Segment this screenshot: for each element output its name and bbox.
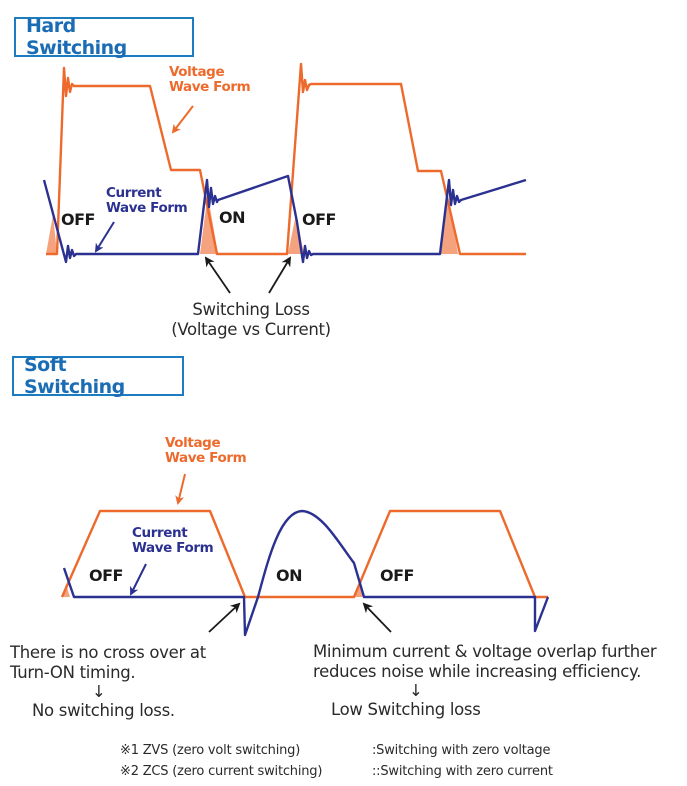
soft-voltage-waveform — [60, 509, 548, 599]
hard-voltage-label: Voltage Wave Form — [169, 64, 251, 95]
soft-left-note-line3: No switching loss. — [32, 701, 175, 720]
footnote-zcs-mark: ※2 ZCS (zero current switching) — [120, 764, 323, 779]
soft-right-note-line1: Minimum current & voltage overlap furthe… — [313, 642, 657, 661]
soft-current-pointer-arrow — [130, 563, 147, 596]
soft-current-waveform — [62, 509, 550, 637]
soft-voltage-pointer-arrow — [175, 473, 186, 505]
soft-left-note: There is no cross over at Turn-ON timing… — [10, 643, 206, 721]
soft-right-down-arrow: ↓ — [409, 681, 423, 700]
soft-switching-title: Soft Switching — [12, 354, 184, 398]
footnote-zvs-desc: :Switching with zero voltage — [372, 743, 551, 758]
hard-switching-title: Hard Switching — [14, 15, 194, 59]
soft-state-on: ON — [276, 566, 303, 585]
soft-switching-title-text: Soft Switching — [24, 354, 125, 398]
soft-voltage-label-line1: Voltage — [165, 435, 221, 451]
soft-state-off-2: OFF — [380, 566, 414, 585]
soft-voltage-label-line2: Wave Form — [165, 450, 247, 466]
soft-loss-areas — [62, 583, 364, 597]
soft-current-label-line1: Current — [132, 525, 188, 541]
hard-loss-arrow-right — [268, 256, 292, 294]
hard-voltage-pointer-arrow — [171, 105, 194, 134]
hard-state-off-2: OFF — [302, 210, 336, 229]
hard-state-on: ON — [219, 208, 246, 227]
soft-current-label-line2: Wave Form — [132, 540, 214, 556]
soft-right-note: Minimum current & voltage overlap furthe… — [313, 642, 657, 720]
soft-right-note-line2: reduces noise while increasing efficienc… — [313, 662, 642, 681]
hard-current-label: Current Wave Form — [106, 185, 188, 216]
hard-current-waveform — [42, 174, 527, 264]
hard-current-pointer-arrow — [94, 221, 115, 253]
hard-voltage-label-line1: Voltage — [169, 64, 225, 80]
hard-state-off-1: OFF — [61, 210, 95, 229]
hard-switching-title-text: Hard Switching — [26, 15, 127, 59]
hard-current-label-line1: Current — [106, 185, 162, 201]
footnote-zcs-desc: ::Switching with zero current — [372, 764, 553, 779]
soft-zcs-arrow — [362, 602, 392, 633]
hard-voltage-waveform — [46, 62, 526, 256]
soft-state-off-1: OFF — [89, 566, 123, 585]
soft-current-label: Current Wave Form — [132, 525, 214, 556]
hard-current-label-line2: Wave Form — [106, 200, 188, 216]
soft-zvs-arrow — [208, 602, 241, 633]
hard-loss-note-line1: Switching Loss — [192, 300, 310, 319]
soft-left-note-line2: Turn-ON timing. — [10, 663, 136, 682]
soft-voltage-label: Voltage Wave Form — [165, 435, 247, 466]
soft-left-note-line1: There is no cross over at — [10, 643, 206, 662]
soft-right-note-line3: Low Switching loss — [331, 700, 481, 719]
hard-loss-arrow-left — [204, 256, 231, 294]
soft-left-down-arrow: ↓ — [92, 682, 106, 701]
hard-loss-note-line2: (Voltage vs Current) — [171, 320, 331, 339]
hard-loss-note: Switching Loss (Voltage vs Current) — [166, 300, 336, 340]
hard-voltage-label-line2: Wave Form — [169, 79, 251, 95]
footnote-zvs-mark: ※1 ZVS (zero volt switching) — [120, 743, 301, 758]
